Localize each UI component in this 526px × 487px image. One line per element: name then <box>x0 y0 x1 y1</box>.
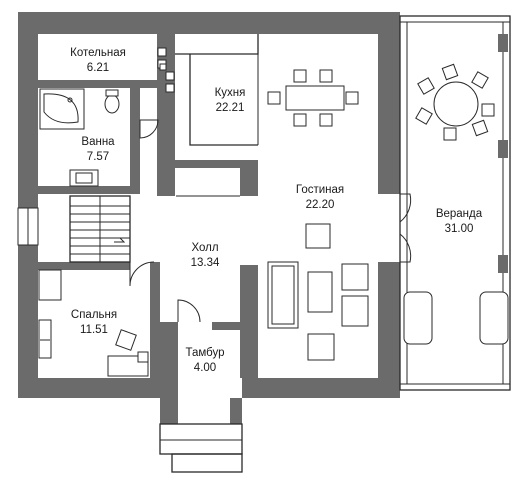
room-name: Спальня <box>71 309 117 321</box>
room-name: Холл <box>191 242 218 254</box>
bathroom-fixtures <box>39 88 120 187</box>
room-area: 4.00 <box>194 362 216 374</box>
room-name: Гостиная <box>296 184 344 196</box>
room-area: 22.20 <box>306 199 335 211</box>
room-area: 22.21 <box>216 102 245 114</box>
bedroom-furniture <box>38 269 149 377</box>
room-name: Кухня <box>215 87 246 99</box>
left-window <box>17 207 39 246</box>
room-name: Веранда <box>436 208 483 220</box>
staircase <box>69 195 131 263</box>
room-labels: Котельная 6.21 Ванна 7.57 Кухня 22.21 Го… <box>70 47 483 374</box>
room-area: 31.00 <box>445 223 474 235</box>
boiler-equipment <box>157 47 175 93</box>
room-area: 11.51 <box>80 324 108 336</box>
room-area: 7.57 <box>87 151 109 163</box>
kitchen-dining-set <box>267 69 359 127</box>
veranda-furniture <box>403 63 509 345</box>
doors <box>129 119 412 323</box>
room-name: Тамбур <box>185 347 224 359</box>
porch-steps <box>159 423 243 473</box>
kitchen-counter <box>175 34 259 146</box>
living-furniture <box>267 223 369 361</box>
room-name: Котельная <box>70 47 126 59</box>
room-area: 13.34 <box>191 257 220 269</box>
room-name: Ванна <box>81 136 115 148</box>
room-area: 6.21 <box>87 62 109 74</box>
